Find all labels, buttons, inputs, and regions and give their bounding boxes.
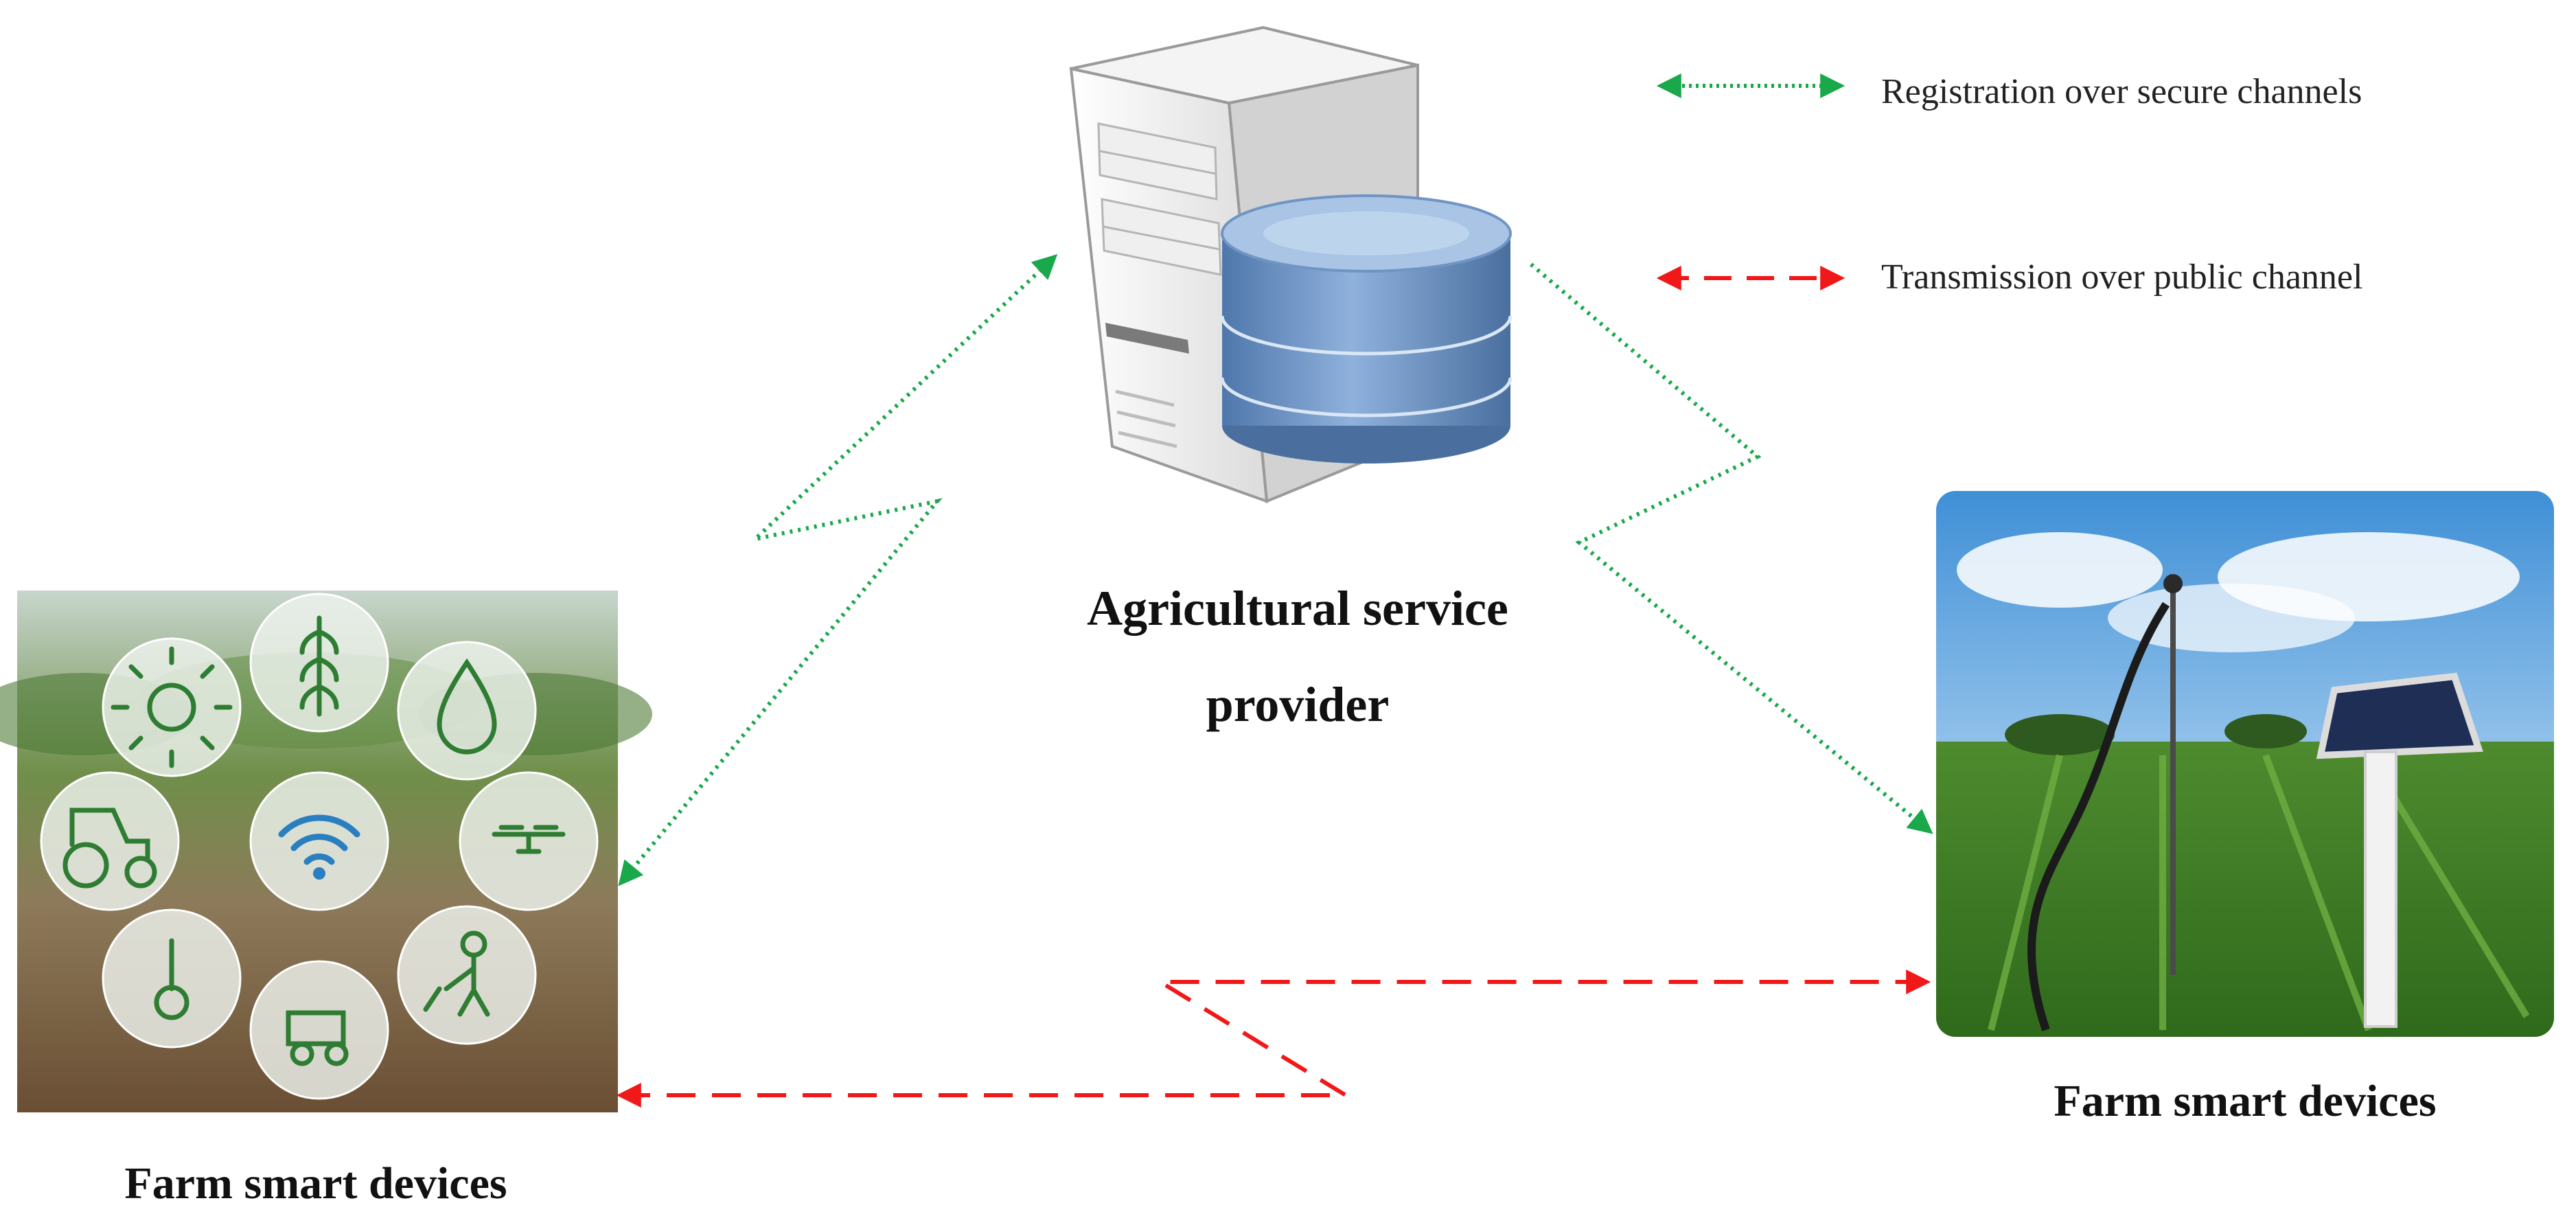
secure-link-left bbox=[618, 254, 1058, 886]
legend-public-text: Transmission over public channel bbox=[1881, 257, 2362, 297]
wifi-icon bbox=[249, 771, 389, 911]
public-link bbox=[616, 970, 1931, 1108]
tractor-icon bbox=[40, 771, 180, 911]
secure-link-right bbox=[1530, 262, 1933, 834]
harvester-icon bbox=[249, 960, 389, 1100]
server-label-line2: provider bbox=[1206, 677, 1390, 732]
right-farm-devices-image bbox=[1936, 491, 2554, 1037]
legend: Registration over secure channels Transm… bbox=[1656, 72, 2362, 297]
database-icon bbox=[1220, 194, 1513, 463]
legend-secure-text: Registration over secure channels bbox=[1881, 72, 2362, 111]
left-farm-devices-image bbox=[0, 591, 652, 1112]
right-devices-label: Farm smart devices bbox=[2054, 1076, 2436, 1126]
water-drop-icon bbox=[397, 641, 537, 781]
server-label-line1: Agricultural service bbox=[1087, 581, 1508, 636]
left-devices-label: Farm smart devices bbox=[124, 1158, 507, 1209]
